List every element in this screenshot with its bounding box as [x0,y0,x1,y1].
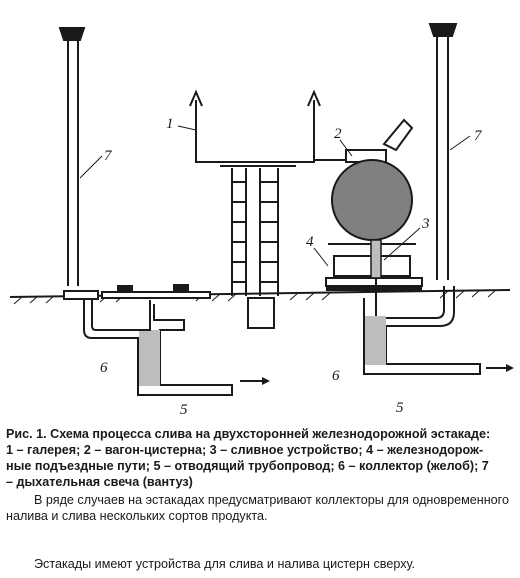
tank-drain-scheme-figure: 1 2 3 4 7 7 6 6 5 5 [9,23,514,418]
gallery-foundation [247,297,275,329]
vent-left-leader [79,155,103,179]
caption-line: 1 – галерея; 2 – вагон-цистерна; 3 – сли… [6,443,484,457]
vent-left [58,27,86,286]
label-gallery: 1 [166,116,174,132]
paragraph-top-loading: Эстакады имеют устройства для слива и на… [34,557,416,571]
caption-line: Рис. 1. Схема процесса слива на двухстор… [6,427,491,441]
drain-leader [383,227,421,261]
flow-arrow-right [486,364,514,372]
paragraph-collectors: В ряде случаев на эстакадах предусматрив… [6,493,509,523]
collector-right [363,286,481,375]
label-drain: 3 [421,216,430,232]
tank-car [314,118,423,291]
left-platform [63,284,211,300]
label-vent-right: 7 [474,128,483,144]
label-tank: 2 [334,126,342,142]
vent-right-leader [449,135,471,151]
drain-device [370,239,382,316]
tracks-leader [313,247,329,267]
label-collector-right: 6 [332,368,340,384]
label-tracks: 4 [306,234,314,250]
label-collector-left: 6 [100,360,108,376]
label-vent-left: 7 [104,148,113,164]
tank-leader [339,139,353,157]
figure-caption: Рис. 1. Схема процесса слива на двухстор… [6,426,518,490]
gallery-leader [177,125,197,131]
caption-line: ные подъездные пути; 5 – отводящий трубо… [6,459,489,473]
label-pipe-right: 5 [396,400,404,416]
collector-left [83,300,233,396]
caption-line: – дыхательная свеча (вантуз) [6,475,193,489]
vent-right [428,23,458,280]
flow-arrow-left [240,377,270,385]
gallery [189,89,321,296]
label-pipe-left: 5 [180,402,188,418]
